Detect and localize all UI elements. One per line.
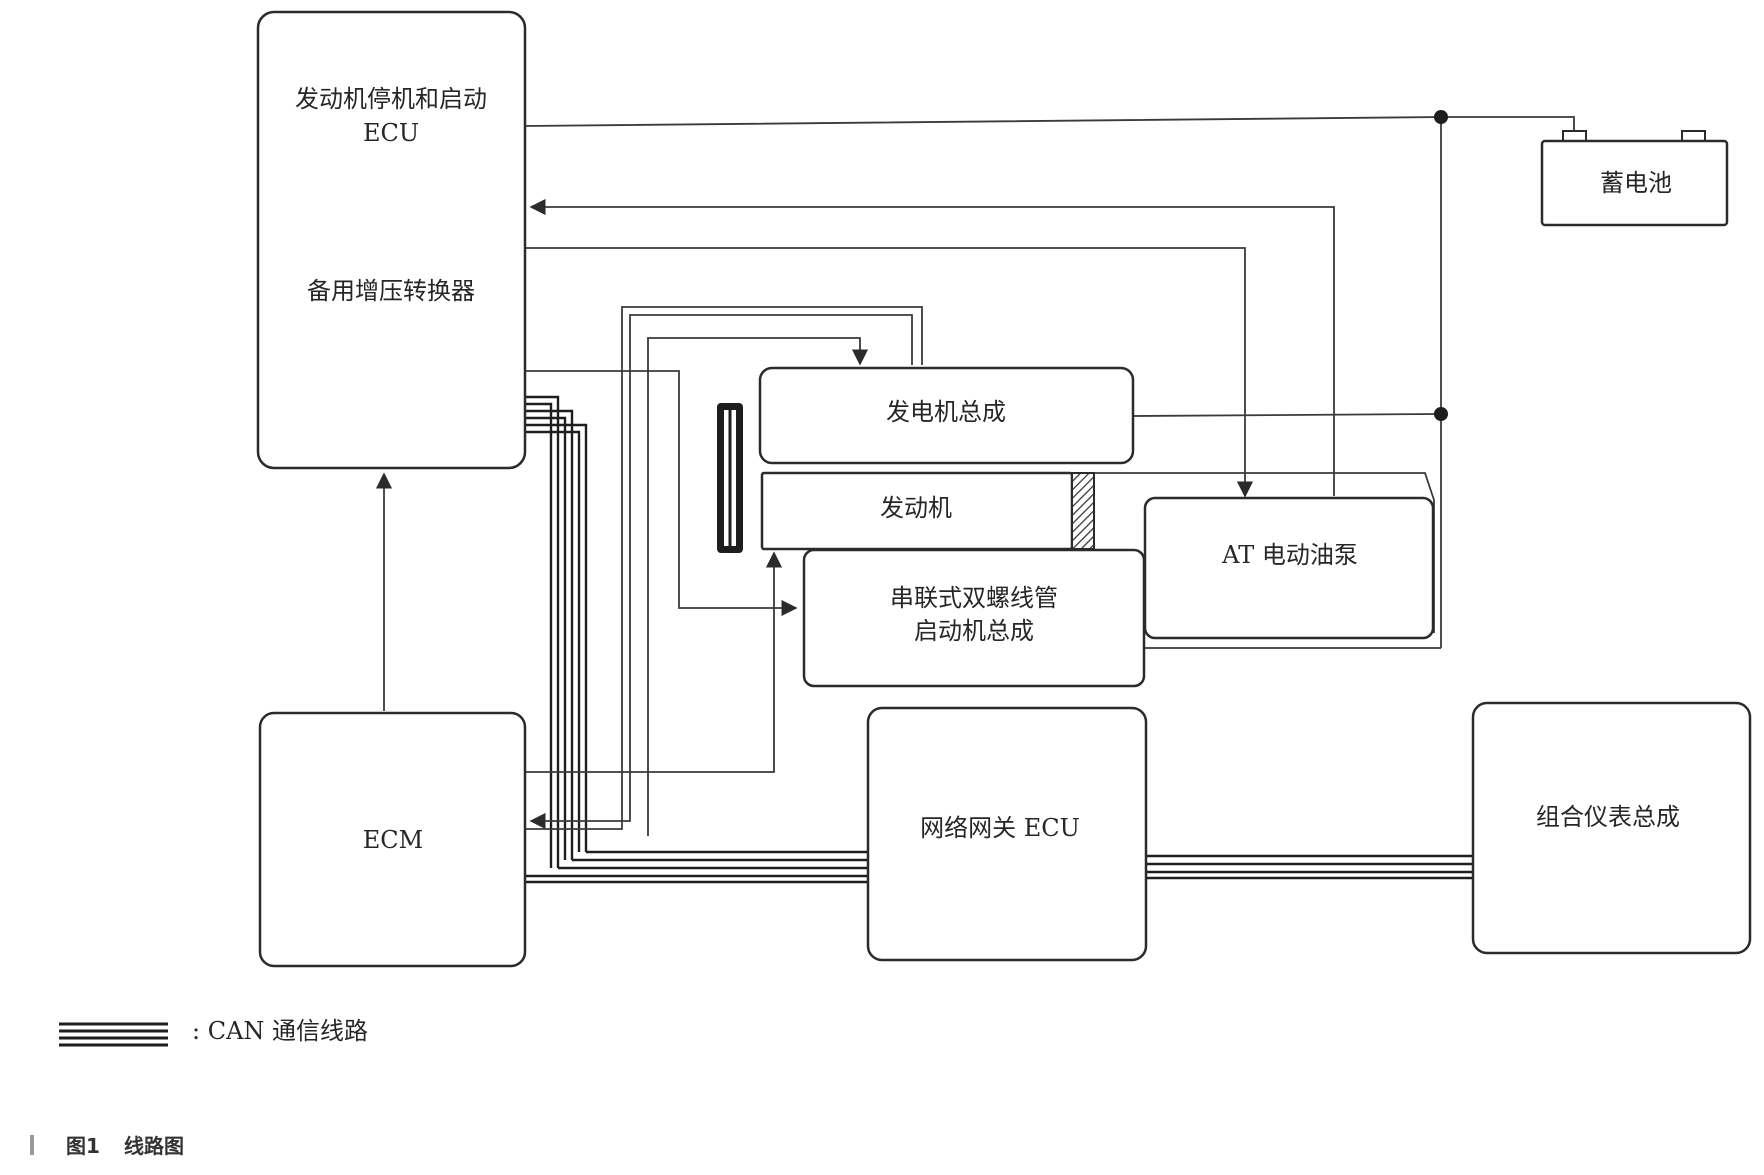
ecm-label: ECM <box>363 826 423 854</box>
starter-assembly: 串联式双螺线管 启动机总成 <box>802 548 1146 688</box>
junction-dot <box>1434 407 1448 421</box>
at-oil-pump: AT 电动油泵 <box>1143 496 1435 640</box>
caption-marker <box>30 1135 34 1155</box>
pulley-belt <box>717 403 743 553</box>
stop-start-ecu-subtitle: ECU <box>363 119 419 147</box>
generator-label: 发电机总成 <box>886 398 1006 426</box>
meter-label: 组合仪表总成 <box>1536 803 1680 831</box>
backup-booster-converter-label: 备用增压转换器 <box>307 277 475 305</box>
generator-assembly: 发电机总成 <box>758 366 1135 465</box>
gateway-label: 网络网关 ECU <box>920 814 1080 842</box>
figure-caption: 图1 线路图 <box>30 1134 184 1158</box>
starter-label-line2: 启动机总成 <box>914 617 1034 645</box>
combination-meter: 组合仪表总成 <box>1471 701 1752 955</box>
battery-label: 蓄电池 <box>1600 169 1672 197</box>
network-gateway-ecu: 网络网关 ECU <box>866 706 1148 962</box>
legend: : CAN 通信线路 <box>59 1017 368 1047</box>
junction-dot <box>1434 110 1448 124</box>
can-bus <box>525 395 1473 884</box>
stop-start-ecu-title: 发动机停机和启动 <box>295 85 487 113</box>
engine: 发动机 <box>760 471 1095 551</box>
ecm: ECM <box>258 711 527 968</box>
flywheel-hatch <box>1071 472 1095 550</box>
wires <box>375 110 1575 836</box>
can-legend-label: : CAN 通信线路 <box>192 1017 368 1045</box>
starter-label-line1: 串联式双螺线管 <box>890 584 1058 612</box>
figure-title: 线路图 <box>124 1134 184 1158</box>
figure-number: 图1 <box>66 1134 100 1158</box>
at-pump-label: AT 电动油泵 <box>1221 541 1358 569</box>
battery: 蓄电池 <box>1540 130 1729 227</box>
stop-start-ecu: 发动机停机和启动 ECU 备用增压转换器 <box>256 10 527 470</box>
engine-label: 发动机 <box>880 494 952 522</box>
